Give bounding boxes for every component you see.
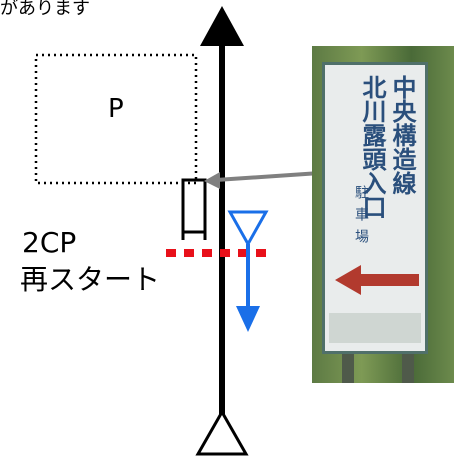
start-triangle bbox=[195, 408, 249, 456]
sign-parking-text: 駐車場 bbox=[353, 185, 369, 251]
sign-text-line-a: 中央構造線 bbox=[388, 75, 416, 195]
sign-post bbox=[342, 346, 354, 383]
sign-footer bbox=[329, 313, 421, 343]
restart-label: 再スタート bbox=[20, 263, 161, 296]
checkpoint-label: 2CP bbox=[22, 226, 77, 259]
signboard-marker bbox=[181, 178, 207, 234]
pointer-arrow bbox=[215, 171, 321, 182]
signboard-photo: 中央構造線 北川露頭入口 駐車場 bbox=[312, 46, 454, 383]
signboard: 中央構造線 北川露頭入口 駐車場 bbox=[322, 62, 428, 354]
sign-arrow-icon bbox=[335, 265, 419, 295]
sign-post bbox=[402, 346, 414, 383]
direction-arrow-head bbox=[236, 306, 260, 332]
direction-triangle bbox=[227, 210, 269, 248]
header-text: があります bbox=[0, 0, 90, 19]
parking-area bbox=[34, 53, 198, 185]
parking-label: P bbox=[108, 94, 124, 124]
route-arrow-head bbox=[200, 6, 244, 46]
sign-text-line-b: 北川露頭入口 bbox=[358, 75, 386, 219]
